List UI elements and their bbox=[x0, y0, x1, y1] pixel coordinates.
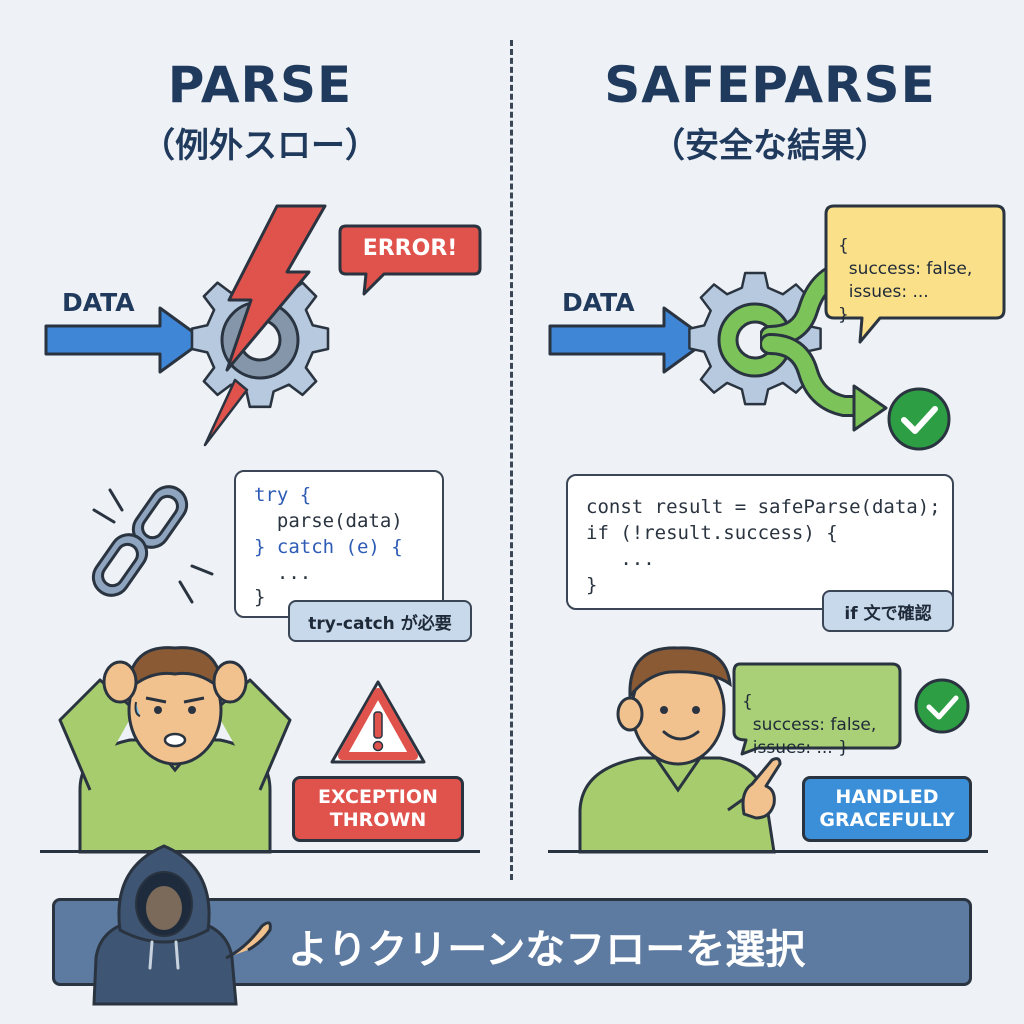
result-bubble-top bbox=[824, 204, 1006, 344]
code-line: } bbox=[586, 574, 598, 596]
right-code-block: const result = safeParse(data); if (!res… bbox=[566, 474, 954, 610]
left-ground-line bbox=[40, 850, 480, 853]
code-line: parse(data) bbox=[254, 510, 403, 532]
check-icon bbox=[914, 678, 970, 734]
right-data-arrow bbox=[548, 306, 710, 374]
parse-title: PARSE bbox=[167, 56, 353, 114]
code-line: ... bbox=[586, 548, 655, 570]
left-data-arrow bbox=[44, 306, 206, 374]
broken-chain-icon bbox=[91, 485, 214, 604]
exception-thrown-badge: EXCEPTION THROWN bbox=[292, 776, 464, 842]
center-divider bbox=[510, 40, 513, 880]
banner-text: よりクリーンなフローを選択 bbox=[288, 927, 806, 973]
error-label: ERROR! bbox=[362, 236, 458, 261]
try-catch-tag: try-catch が必要 bbox=[288, 600, 472, 642]
right-ground-line bbox=[548, 850, 988, 853]
if-check-tag: if 文で確認 bbox=[822, 590, 954, 632]
code-line: try { bbox=[254, 484, 312, 506]
pointing-hand bbox=[741, 757, 782, 820]
hooded-figure-icon bbox=[92, 844, 272, 1006]
lightning-icon bbox=[203, 204, 327, 447]
right-data-label: DATA bbox=[562, 288, 635, 317]
result-bubble-top-text: { success: false, issues: ... } bbox=[838, 235, 973, 325]
parse-subtitle: （例外スロー） bbox=[141, 126, 379, 166]
code-line: ... bbox=[254, 562, 312, 584]
handled-gracefully-badge: HANDLED GRACEFULLY bbox=[802, 776, 972, 842]
check-icon bbox=[887, 387, 951, 451]
code-line: if (!result.success) { bbox=[586, 522, 838, 544]
code-line: } catch (e) { bbox=[254, 536, 403, 558]
stressed-person bbox=[58, 646, 292, 854]
code-line: const result = safeParse(data); bbox=[586, 496, 941, 518]
result-bubble-person-text: { success: false, issues: ... } bbox=[742, 691, 877, 758]
safeparse-title: SAFEPARSE bbox=[604, 56, 936, 114]
warning-icon bbox=[330, 680, 426, 764]
left-data-label: DATA bbox=[62, 288, 135, 317]
left-code-block: try { parse(data) } catch (e) { ... } bbox=[234, 470, 444, 618]
code-line: } bbox=[254, 586, 266, 608]
error-bubble bbox=[338, 224, 482, 296]
result-bubble-person bbox=[732, 662, 902, 756]
safeparse-subtitle: （安全な結果） bbox=[651, 126, 889, 166]
